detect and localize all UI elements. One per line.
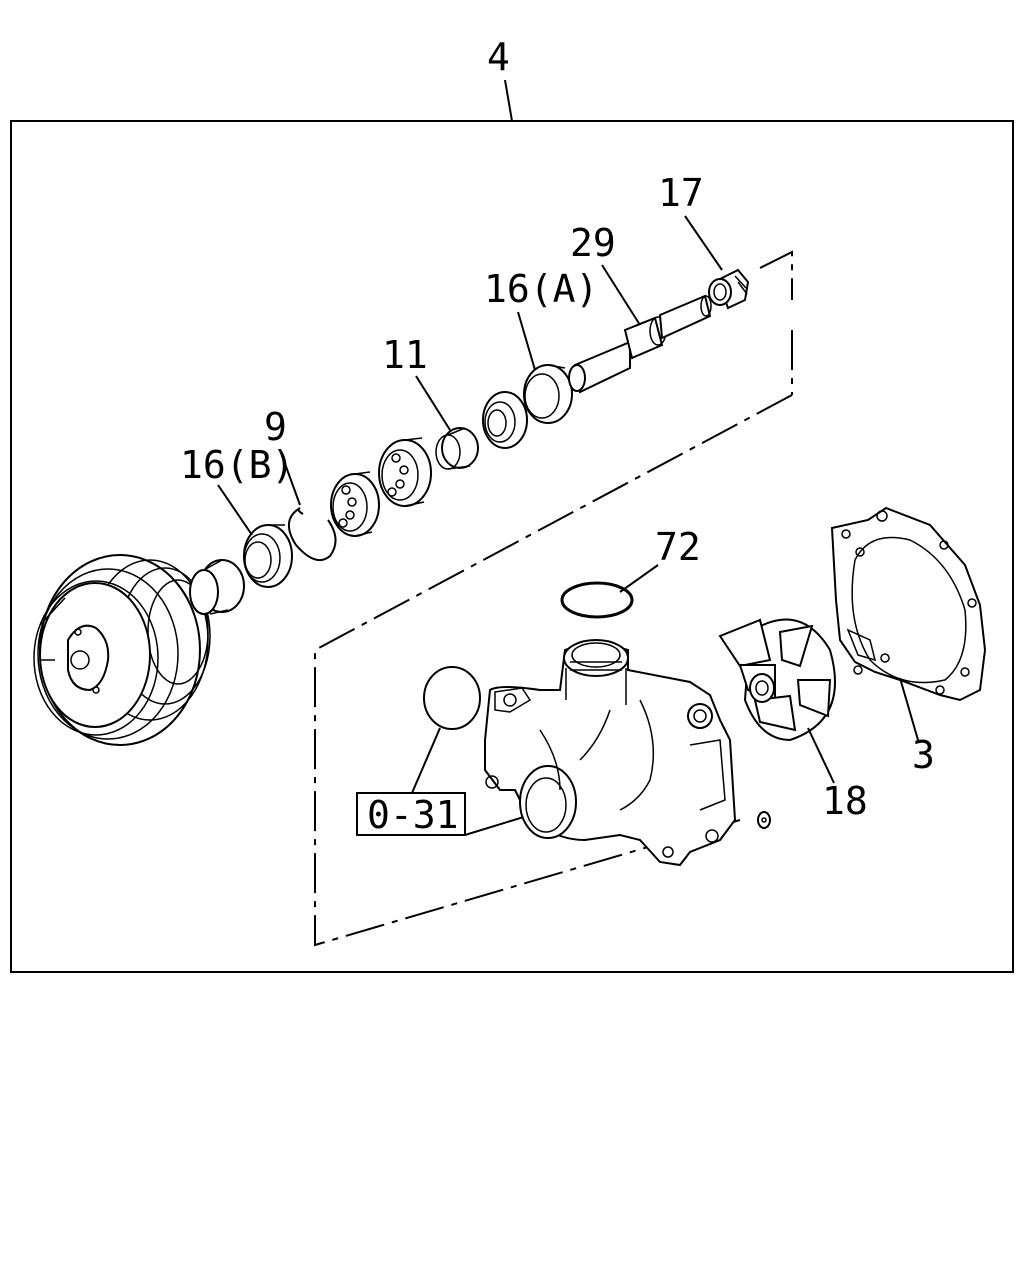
leader-snap-ring xyxy=(279,449,301,506)
impeller xyxy=(718,618,836,742)
nut xyxy=(708,268,750,310)
leader-shaft xyxy=(601,264,641,326)
seal-16a xyxy=(523,364,573,424)
bushing xyxy=(189,559,245,615)
ref-box xyxy=(356,792,466,836)
exploded-group-outline xyxy=(314,250,793,947)
diagram-frame xyxy=(10,120,1014,973)
label-spacer: 11 xyxy=(382,333,428,377)
leader-spacer xyxy=(415,375,451,431)
ball-bearing-3 xyxy=(482,391,528,449)
label-seal-16a: 16(A) xyxy=(484,267,598,311)
label-ref-box: 0-31 xyxy=(367,793,459,837)
label-shaft: 29 xyxy=(570,221,616,265)
ball-bearing-1 xyxy=(330,471,380,537)
seal-16b xyxy=(243,524,293,588)
leader-seal-16b xyxy=(217,484,253,536)
ball-bearing-2 xyxy=(378,437,432,507)
label-seal-16b: 16(B) xyxy=(180,443,294,487)
label-nut: 17 xyxy=(658,171,704,215)
leader-gasket xyxy=(899,677,919,741)
leader-impeller xyxy=(807,727,835,784)
label-impeller: 18 xyxy=(822,779,868,823)
leader-ref-box-1 xyxy=(411,727,441,794)
pump-housing xyxy=(484,639,737,867)
spacer xyxy=(435,427,479,470)
o-ring-72 xyxy=(560,581,634,619)
shaft xyxy=(568,294,712,394)
label-o-ring-72: 72 xyxy=(655,525,701,569)
label-assembly: 4 xyxy=(487,35,510,79)
bolt xyxy=(757,811,771,829)
pulley xyxy=(33,554,211,746)
o-ring-side xyxy=(423,666,481,730)
leader-nut xyxy=(684,215,723,271)
label-snap-ring: 9 xyxy=(264,405,287,449)
gasket xyxy=(830,506,987,702)
leader-assembly xyxy=(504,79,513,122)
leader-seal-16a xyxy=(517,311,536,371)
leader-o-ring-72 xyxy=(619,564,659,593)
snap-ring xyxy=(288,507,337,562)
label-gasket: 3 xyxy=(912,733,935,777)
